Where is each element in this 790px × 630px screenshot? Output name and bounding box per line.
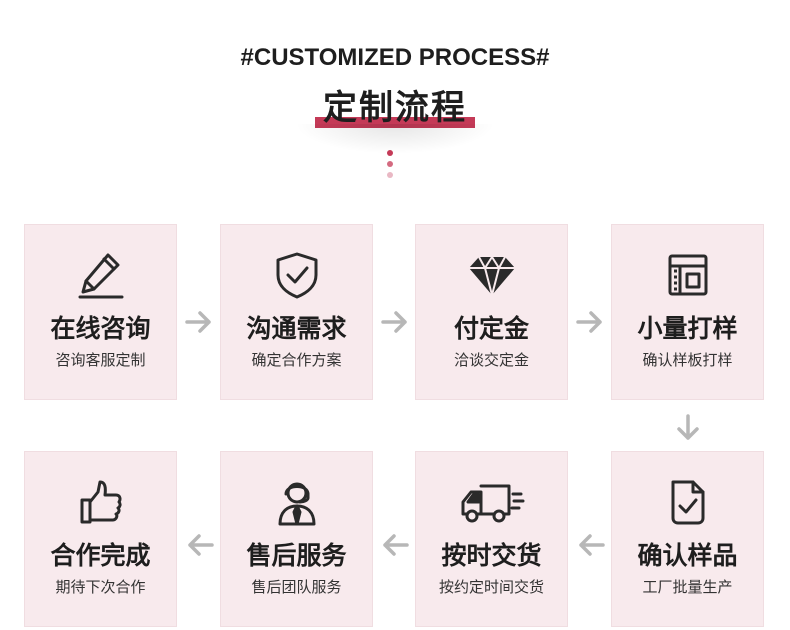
step-title: 沟通需求 xyxy=(246,314,347,343)
arrow-right-icon xyxy=(381,311,407,333)
pencil-icon xyxy=(25,251,176,299)
step-subtitle: 咨询客服定制 xyxy=(55,351,146,369)
page-title-text: 定制流程 xyxy=(323,88,467,128)
english-title: #CUSTOMIZED PROCESS# xyxy=(240,44,550,71)
delivery-truck-icon xyxy=(416,478,567,526)
arrow-down-icon xyxy=(677,414,699,440)
arrow-left-icon xyxy=(383,534,409,556)
title-shadow xyxy=(295,124,495,154)
step-subtitle: 售后团队服务 xyxy=(251,578,342,596)
step-subtitle: 洽谈交定金 xyxy=(453,351,529,369)
step-card-after-sales: 售后服务 售后团队服务 xyxy=(220,451,373,627)
title-block: 定制流程 xyxy=(0,86,790,130)
shield-check-icon xyxy=(221,251,372,299)
step-title: 合作完成 xyxy=(50,541,151,570)
step-card-complete: 合作完成 期待下次合作 xyxy=(24,451,177,627)
step-title: 售后服务 xyxy=(246,541,347,570)
diamond-icon xyxy=(416,251,567,299)
step-card-delivery: 按时交货 按约定时间交货 xyxy=(415,451,568,627)
divider-dots xyxy=(386,150,394,183)
customer-service-icon xyxy=(221,478,372,526)
step-subtitle: 按约定时间交货 xyxy=(438,578,544,596)
step-subtitle: 确定合作方案 xyxy=(251,351,342,369)
dot xyxy=(387,161,393,167)
sample-board-icon xyxy=(612,251,763,299)
dot xyxy=(387,150,393,156)
step-subtitle: 期待下次合作 xyxy=(55,578,146,596)
arrow-left-icon xyxy=(579,534,605,556)
step-title: 小量打样 xyxy=(637,314,738,343)
arrow-right-icon xyxy=(185,311,211,333)
step-title: 按时交货 xyxy=(441,541,542,570)
step-title: 付定金 xyxy=(453,314,529,343)
dot xyxy=(387,172,393,178)
arrow-right-icon xyxy=(576,311,602,333)
arrow-left-icon xyxy=(188,534,214,556)
step-card-consult: 在线咨询 咨询客服定制 xyxy=(24,224,177,400)
step-title: 在线咨询 xyxy=(50,314,151,343)
step-card-confirm-sample: 确认样品 工厂批量生产 xyxy=(611,451,764,627)
step-card-sampling: 小量打样 确认样板打样 xyxy=(611,224,764,400)
document-check-icon xyxy=(612,478,763,526)
thumbs-up-icon xyxy=(25,478,176,526)
step-subtitle: 工厂批量生产 xyxy=(642,578,733,596)
step-title: 确认样品 xyxy=(637,541,738,570)
page-title: 定制流程 xyxy=(315,86,475,130)
step-subtitle: 确认样板打样 xyxy=(642,351,733,369)
step-card-deposit: 付定金 洽谈交定金 xyxy=(415,224,568,400)
step-card-communicate: 沟通需求 确定合作方案 xyxy=(220,224,373,400)
